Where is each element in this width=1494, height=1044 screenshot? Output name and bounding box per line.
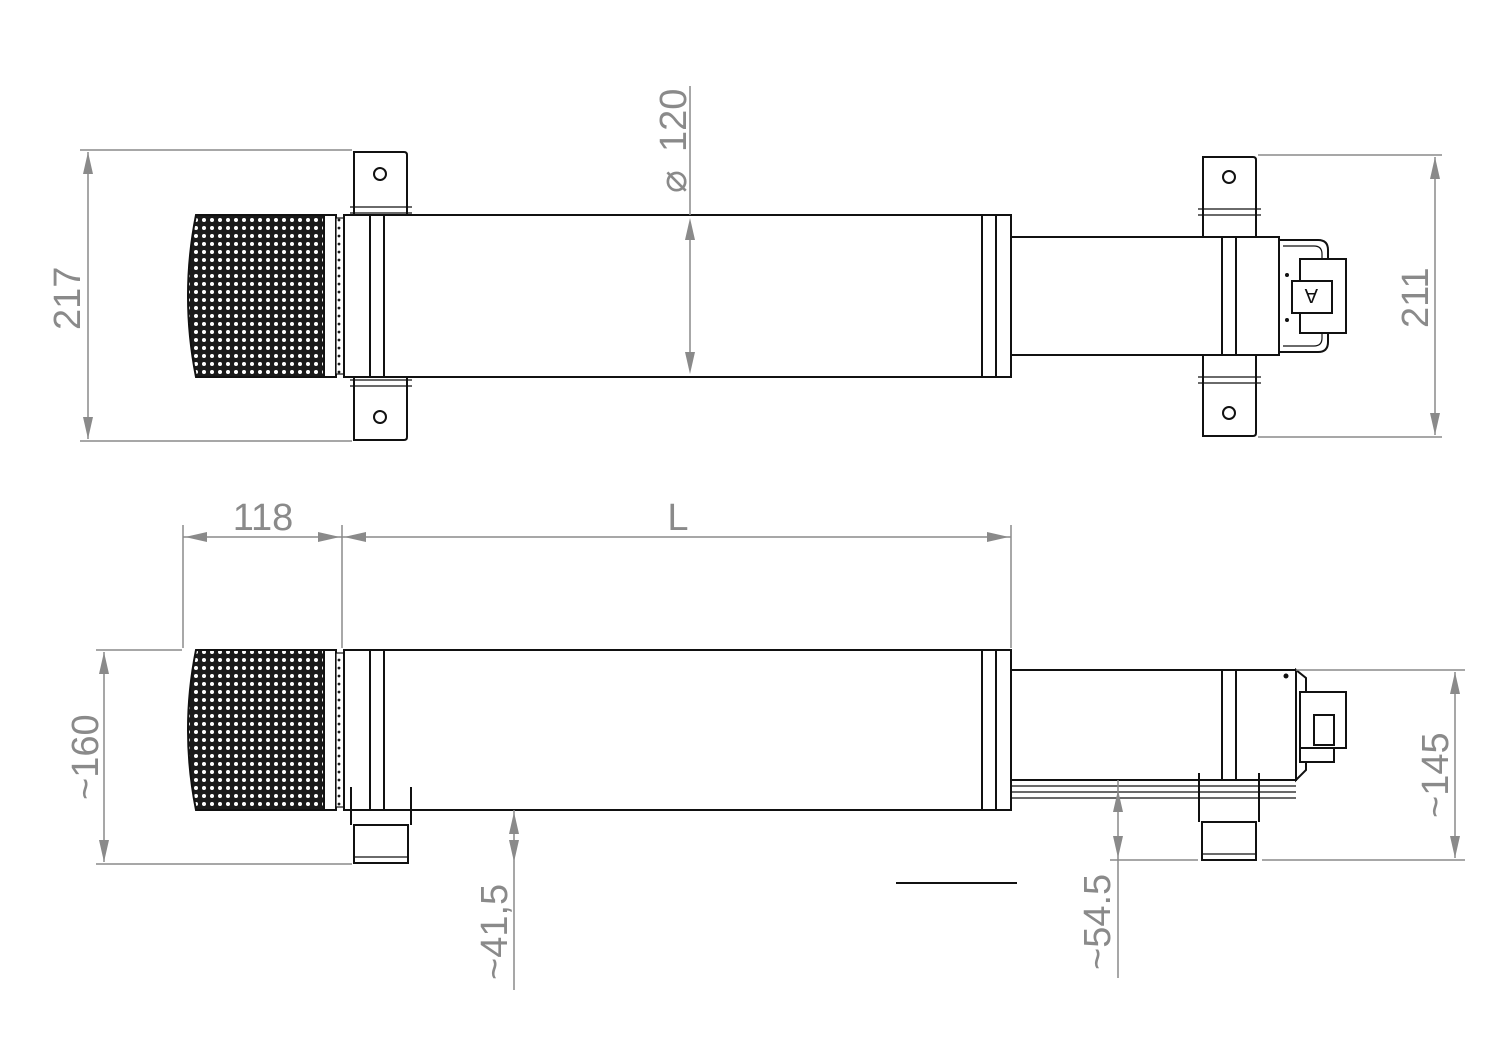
dim-height-211: 211: [1395, 267, 1437, 328]
side-right-bracket: [1198, 773, 1260, 861]
side-tube-clamp: [369, 649, 385, 811]
top-main-tube: [343, 214, 1012, 378]
side-view: 118 L: [65, 497, 1465, 990]
diameter-symbol: ⌀: [653, 170, 695, 193]
side-left-bracket: [350, 787, 412, 864]
dim-body-length: L: [667, 497, 688, 539]
dim-height-145: ~145: [1415, 732, 1457, 818]
top-filter-mesh: [187, 214, 325, 378]
top-tube-clamp: [369, 214, 385, 378]
bolt-hole-icon: [1222, 406, 1236, 420]
top-view: ⌀ 120 A 2: [47, 86, 1442, 442]
side-tube-endcap: [981, 649, 997, 811]
side-filter-ring: [323, 649, 337, 811]
top-filter-ring: [323, 214, 337, 378]
dim-offset-54-5: ~54.5: [1077, 874, 1119, 970]
side-motor-pipe: [1010, 669, 1297, 781]
dim-offset-41-5: ~41,5: [474, 884, 516, 980]
side-filter-mesh: [187, 649, 325, 811]
top-motor-pipe: [1010, 236, 1280, 356]
bolt-hole-icon: [373, 410, 387, 424]
top-connector: A: [1278, 239, 1347, 353]
dim-diameter: 120: [653, 89, 695, 152]
side-filter-band: [335, 652, 345, 808]
dim-filter-length: 118: [233, 497, 294, 539]
side-connector: [1283, 667, 1347, 783]
side-main-tube: [343, 649, 1012, 811]
side-motor-clamp: [1221, 669, 1237, 781]
bolt-hole-icon: [373, 167, 387, 181]
bolt-hole-icon: [1222, 170, 1236, 184]
connector-mark: A: [1304, 284, 1318, 306]
top-right-bracket: [1198, 156, 1261, 437]
top-left-bracket: [350, 151, 412, 441]
top-filter-band: [335, 217, 345, 375]
dim-height-217: 217: [47, 267, 89, 330]
dim-height-160: ~160: [65, 714, 107, 800]
top-tube-endcap: [981, 214, 997, 378]
